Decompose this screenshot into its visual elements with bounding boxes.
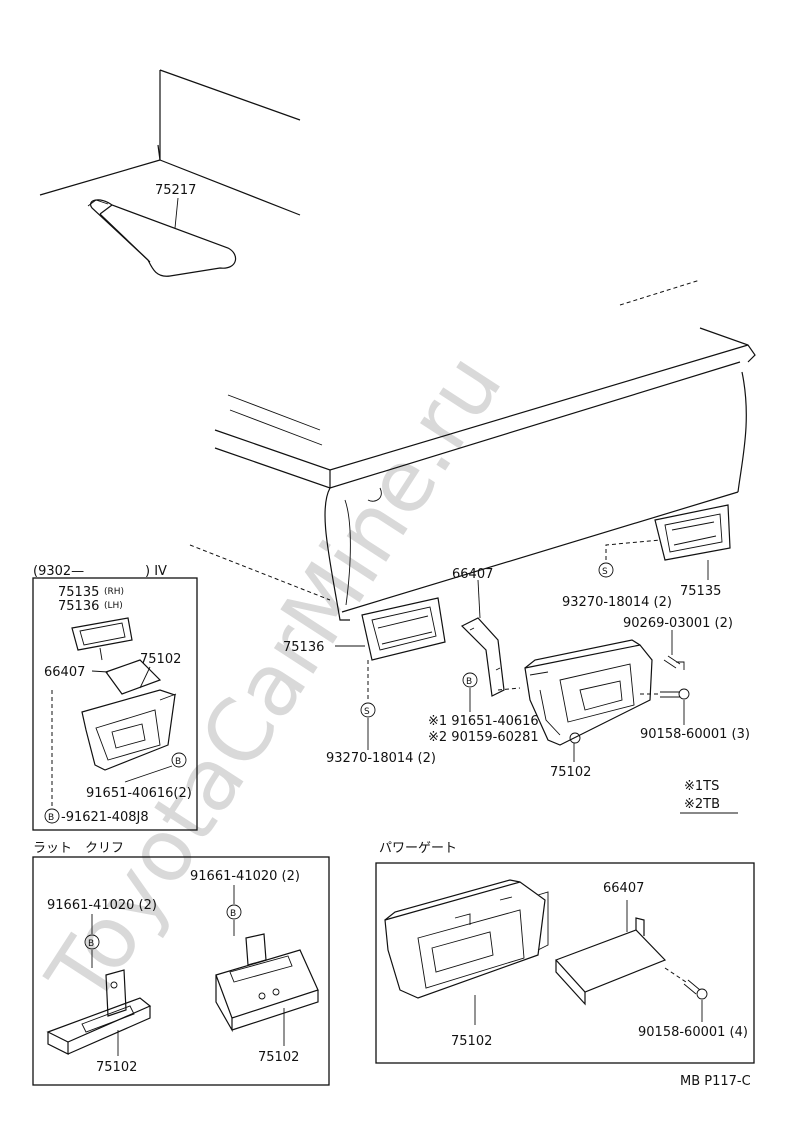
inset-label-75102: 75102 (140, 652, 181, 667)
inset-leader-91651 (124, 765, 173, 783)
symbol-b-main-text: B (466, 677, 472, 687)
seal-75217-drawing (87, 199, 237, 277)
symbol-s-left (360, 702, 376, 718)
legend-line-2: ※2TB (684, 797, 720, 812)
label-93270-right: 93270-18014 (2) (562, 595, 672, 610)
rat-cliff-right-bracket-drawing (215, 933, 319, 1033)
symbol-s-left-text: S (364, 707, 370, 717)
bed-corner-drawing (39, 69, 301, 216)
power-gate-box (375, 862, 755, 1064)
rat-cliff-right-bolt-label: 91661-41020 (2) (190, 869, 300, 884)
rat-cliff-left-symbol-b-text: B (88, 939, 94, 949)
inset-iv-header-left: (9302— (33, 564, 84, 579)
label-75217: 75217 (155, 183, 196, 198)
rat-cliff-box (32, 856, 330, 1086)
tailgate-drawing (189, 279, 756, 621)
power-gate-66407-label: 66407 (603, 881, 644, 896)
inset-symbol-b-left-text: B (48, 813, 54, 823)
symbol-b-main (462, 672, 478, 688)
dash-66407 (497, 687, 521, 691)
label-75136: 75136 (283, 640, 324, 655)
label-75102: 75102 (550, 765, 591, 780)
power-gate-bolt-dash (664, 967, 687, 983)
figure-code: MB P117-C (680, 1074, 751, 1089)
bolt-90158-drawing (660, 688, 690, 700)
label-90158-3: 90158-60001 (3) (640, 727, 750, 742)
label-75135: 75135 (680, 584, 721, 599)
rat-cliff-left-bracket-drawing (46, 969, 152, 1055)
inset-iv-header-right: ) IV (145, 564, 167, 579)
symbol-s-right (598, 562, 614, 578)
watermark: ToyotaCarMine.ru (28, 337, 522, 1022)
dash-75135 (605, 539, 661, 560)
symbol-s-right-text: S (602, 567, 608, 577)
inset-label-75136-side: (LH) (104, 601, 123, 611)
rat-cliff-left-symbol-b (84, 934, 100, 950)
power-gate-90158-label: 90158-60001 (4) (638, 1025, 748, 1040)
rat-cliff-right-symbol-b-text: B (230, 909, 236, 919)
inset-label-75136: 75136 (58, 599, 99, 614)
inset-symbol-b-right (171, 752, 187, 768)
inset-label-91621: -91621-408J8 (61, 810, 149, 825)
leader-75217 (174, 197, 179, 229)
note-2: ※2 90159-60281 (428, 730, 539, 745)
inset-leader-75102 (139, 666, 151, 689)
rat-cliff-left-part-label: 75102 (96, 1060, 137, 1075)
inset-housing-drawing (81, 659, 177, 771)
legend-line-1: ※1TS (684, 779, 719, 794)
inset-label-66407: 66407 (44, 665, 85, 680)
inset-label-75135: 75135 (58, 585, 99, 600)
rat-cliff-right-symbol-b (226, 904, 242, 920)
power-gate-bolt-drawing (683, 979, 708, 1000)
inset-label-75135-side: (RH) (104, 587, 124, 597)
inset-symbol-b-left (44, 808, 60, 824)
leader-66407 (477, 579, 481, 619)
label-93270-left: 93270-18014 (2) (326, 751, 436, 766)
power-gate-bracket-drawing (554, 917, 667, 1006)
inset-symbol-b-right-text: B (175, 757, 181, 767)
power-gate-title: パワーゲート (379, 841, 457, 856)
power-gate-housing-drawing (384, 879, 549, 999)
rat-cliff-right-part-label: 75102 (258, 1050, 299, 1065)
bracket-66407-drawing (460, 617, 505, 697)
screw-90269-drawing (663, 655, 685, 670)
note-1: ※1 91651-40616 (428, 714, 539, 729)
housing-75102-drawing (524, 639, 653, 746)
label-90269: 90269-03001 (2) (623, 616, 733, 631)
inset-light-drawing (71, 617, 133, 661)
power-gate-75102-label: 75102 (451, 1034, 492, 1049)
light-75136-drawing (361, 597, 446, 661)
label-66407: 66407 (452, 567, 493, 582)
rat-cliff-left-bolt-label: 91661-41020 (2) (47, 898, 157, 913)
inset-iv-box (32, 577, 198, 831)
inset-label-91651: 91651-40616(2) (86, 786, 192, 801)
light-75135-drawing (654, 504, 731, 561)
rat-cliff-title: ラット クリフ (33, 841, 124, 856)
